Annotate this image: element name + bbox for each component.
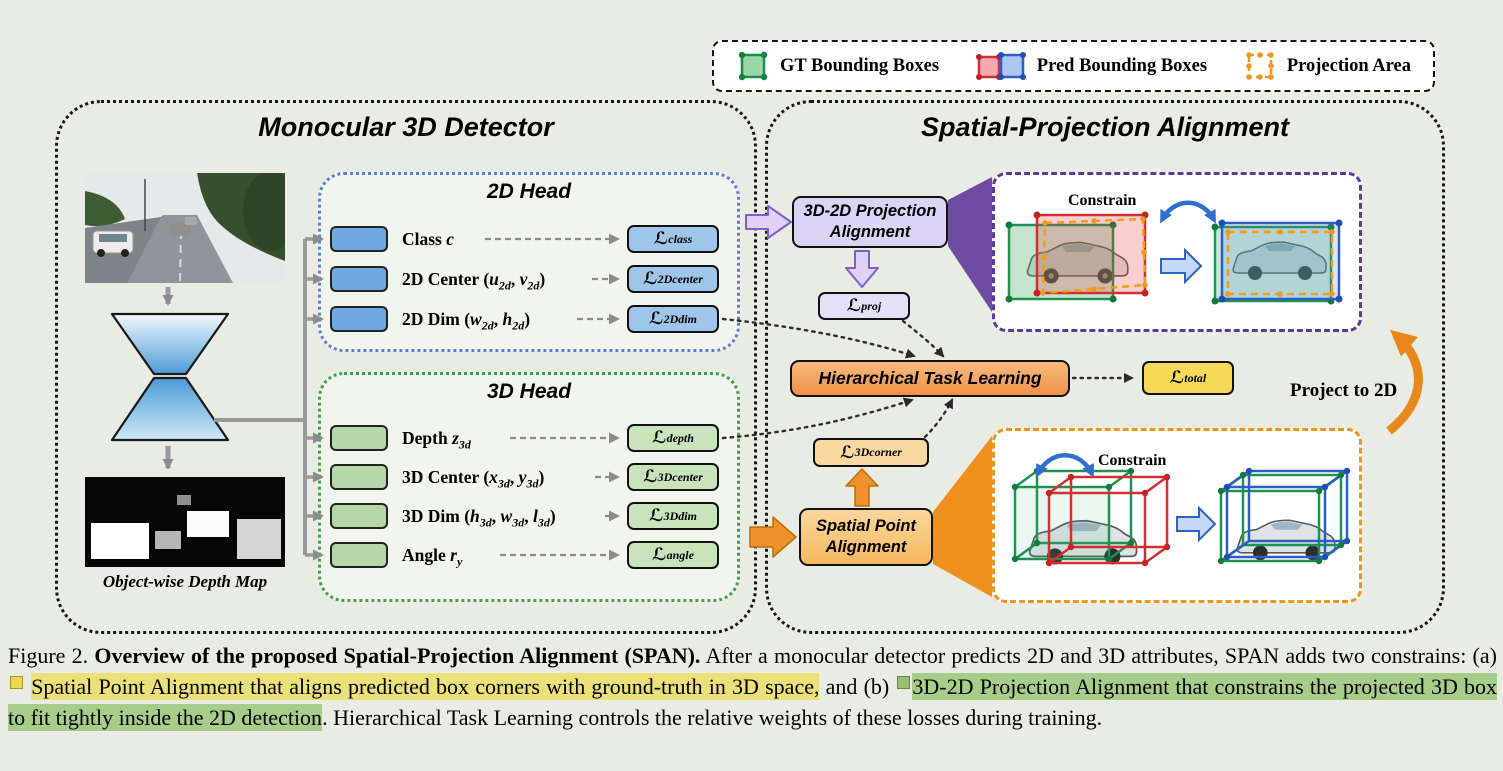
hierarchical-task-learning-box: Hierarchical Task Learning (790, 360, 1070, 397)
figure-caption: Figure 2. Overview of the proposed Spati… (8, 640, 1498, 734)
legend-item-pred: Pred Bounding Boxes (975, 49, 1207, 83)
projection-area-2d-aligned (1225, 229, 1335, 297)
projection-area-icon (1246, 52, 1274, 80)
head3d-label-3dcenter: 3D Center (x3d, y3d) (402, 467, 545, 491)
head2d-label-class: Class c (402, 229, 455, 249)
head3d-feature-box-depth (330, 425, 388, 451)
pred-box-3d (1047, 475, 1169, 565)
car-icon (1026, 241, 1129, 284)
project-to-2d-label: Project to 2D (1290, 380, 1398, 401)
caption-bold-title: Overview of the proposed Spatial-Project… (94, 643, 701, 668)
head2d-feature-box-class (330, 226, 388, 252)
highlight-marker-yellow-icon (10, 676, 23, 690)
street-scene-image (85, 173, 285, 283)
head3d-label-depth: Depth z3d (402, 428, 471, 452)
legend-item-gt: GT Bounding Boxes (736, 49, 939, 83)
head2d-feature-box-2ddim (330, 306, 388, 332)
backbone-hourglass-icon (110, 312, 230, 442)
gt-box-2d-aligned (1211, 223, 1335, 305)
caption-text-1: After a monocular detector predicts 2D a… (705, 643, 1497, 668)
detector-panel-title: Monocular 3D Detector (258, 112, 554, 142)
gt-box-2d (1005, 221, 1117, 303)
legend-label-gt: GT Bounding Boxes (780, 55, 940, 76)
alignment-panel-title: Spatial-Projection Alignment (920, 112, 1290, 142)
caption-figure-label: Figure 2. (8, 643, 89, 668)
head3d-label-angle: Angle ry (402, 545, 463, 569)
pred-box-3d-points (1045, 473, 1171, 567)
constrain-label-bottom: Constrain (1098, 452, 1167, 469)
car-icon (1232, 241, 1327, 280)
head3d-feature-box-angle (330, 542, 388, 568)
legend-box: GT Bounding Boxes Pred Bounding Boxes Pr… (712, 40, 1435, 92)
depth-map-image (85, 477, 285, 567)
spatial-point-constraint-illustration (992, 428, 1362, 603)
constrain-label-top: Constrain (1068, 192, 1137, 209)
legend-label-projection: Projection Area (1286, 55, 1411, 76)
head2d-label-2dcenter: 2D Center (u2d, v2d) (402, 269, 546, 293)
transfer-arrow-icon (1176, 505, 1217, 543)
transfer-arrow-icon (1160, 247, 1203, 285)
gt-box-icon (738, 51, 768, 81)
pred-box-icon (975, 52, 1026, 80)
pred-box-2d (1033, 211, 1149, 297)
projection-constraint-scene (1005, 211, 1343, 305)
caption-text-2: and (b) (825, 674, 890, 700)
spatial-point-alignment-box: Spatial Point Alignment (799, 508, 933, 566)
aligned-3d-points (1217, 467, 1351, 565)
legend-label-pred: Pred Bounding Boxes (1036, 55, 1208, 76)
projection-alignment-box: 3D-2D Projection Alignment (792, 196, 948, 248)
detector-panel (55, 100, 757, 634)
head2d-feature-box-2dcenter (330, 266, 388, 292)
head-3d-title: 3D Head (486, 380, 572, 403)
projection-constraint-illustration (992, 172, 1362, 332)
head3d-label-3ddim: 3D Dim (h3d, w3d, l3d) (402, 506, 556, 530)
head-2d-title: 2D Head (486, 180, 572, 203)
depth-map-label: Object-wise Depth Map (102, 572, 268, 591)
head3d-feature-box-3dcenter (330, 464, 388, 490)
highlight-marker-green-icon (897, 676, 911, 690)
legend-item-projection: Projection Area (1243, 49, 1411, 83)
head2d-label-2ddim: 2D Dim (w2d, h2d) (402, 309, 531, 333)
alignment-panel (765, 100, 1445, 634)
caption-text-3: . Hierarchical Task Learning controls th… (322, 705, 1103, 731)
projection-area-2d (1040, 216, 1148, 296)
head3d-feature-box-3ddim (330, 503, 388, 529)
caption-highlight-yellow: Spatial Point Alignment that aligns pred… (31, 673, 820, 701)
pred-box-2d-aligned (1218, 219, 1343, 303)
spatial-point-scene (1011, 467, 1351, 567)
